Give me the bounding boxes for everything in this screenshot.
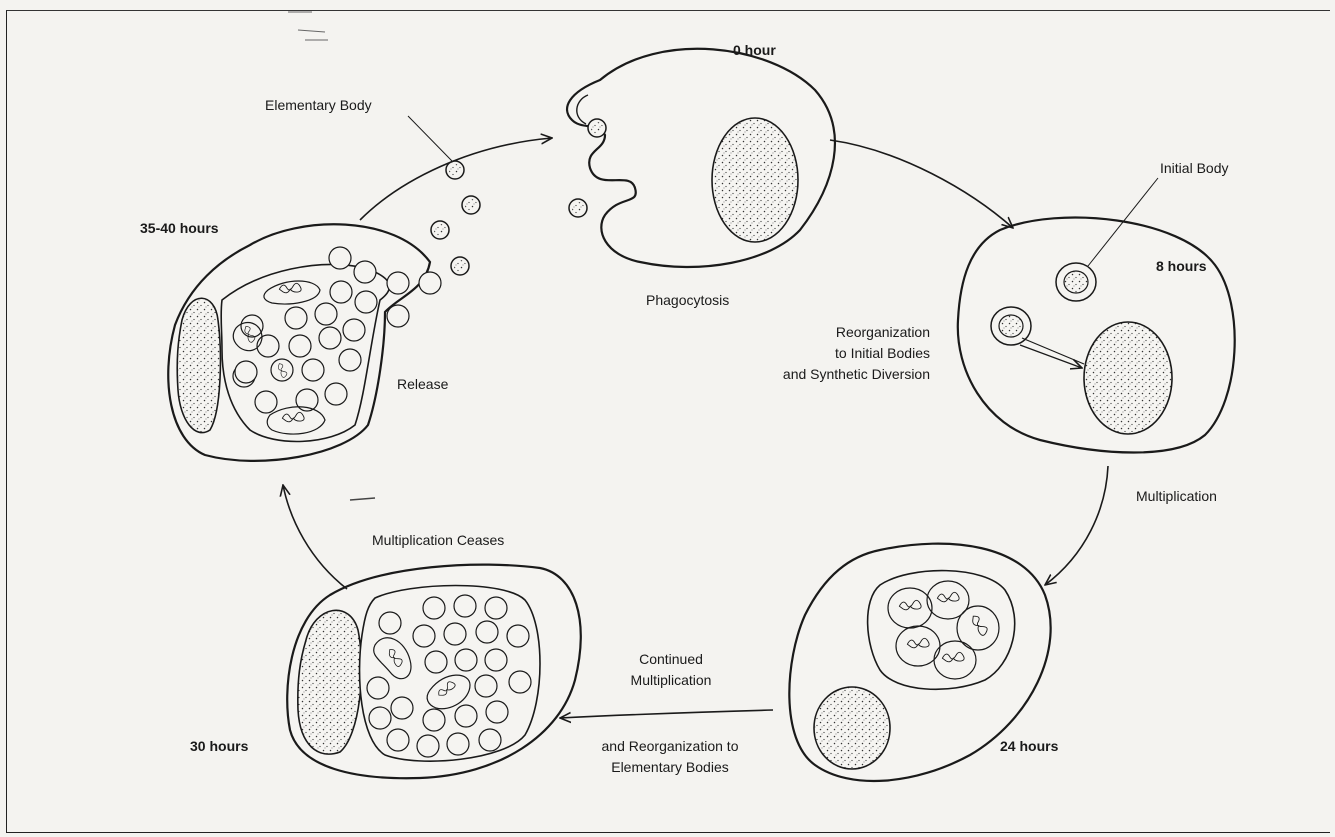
label-multiplication: Multiplication [1136, 486, 1217, 507]
label-line: and Reorganization to [570, 736, 770, 757]
label-line: Elementary Bodies [570, 757, 770, 778]
label-line: and Synthetic Diversion [690, 364, 930, 385]
label-reorganization-elementary: and Reorganization to Elementary Bodies [570, 736, 770, 778]
stage-label-24-hours: 24 hours [1000, 736, 1058, 757]
label-initial-body: Initial Body [1160, 158, 1228, 179]
label-multiplication-ceases: Multiplication Ceases [372, 530, 504, 551]
label-release: Release [397, 374, 448, 395]
label-continued-multiplication: Continued Multiplication [596, 649, 746, 691]
nucleus [712, 118, 798, 242]
label-line: to Initial Bodies [690, 343, 930, 364]
stage-label-35-40-hours: 35-40 hours [140, 218, 219, 239]
label-reorganization: Reorganization to Initial Bodies and Syn… [690, 322, 930, 385]
label-elementary-body: Elementary Body [265, 95, 372, 116]
label-line: Continued [596, 649, 746, 670]
arrow-24-to-30-hours [560, 710, 773, 718]
stage-label-30-hours: 30 hours [190, 736, 248, 757]
inclusion [868, 571, 1015, 690]
stage-label-8-hours: 8 hours [1156, 256, 1207, 277]
nucleus [1084, 322, 1172, 434]
label-line: Multiplication [596, 670, 746, 691]
arrow-0-to-8-hours [830, 140, 1013, 228]
label-phagocytosis: Phagocytosis [646, 290, 729, 311]
cell-30-hours [287, 565, 581, 779]
stage-label-0-hour: 0 hour [733, 40, 776, 61]
arrow-8-to-24-hours [1045, 466, 1108, 585]
elementary-body-engulfing [588, 119, 606, 137]
nucleus [177, 298, 220, 432]
label-line: Reorganization [690, 322, 930, 343]
cell-0-hour [567, 49, 835, 267]
print-artifact [288, 12, 328, 40]
arrow-30-to-35-hours [283, 485, 347, 589]
initial-body [1056, 263, 1096, 301]
print-artifact [350, 498, 375, 500]
elementary-body-engulfing [569, 199, 587, 217]
cell-35-40-hours [168, 161, 480, 461]
nucleus [814, 687, 890, 769]
cell-8-hours [958, 218, 1235, 453]
leader-line-elementary-body [408, 116, 452, 161]
